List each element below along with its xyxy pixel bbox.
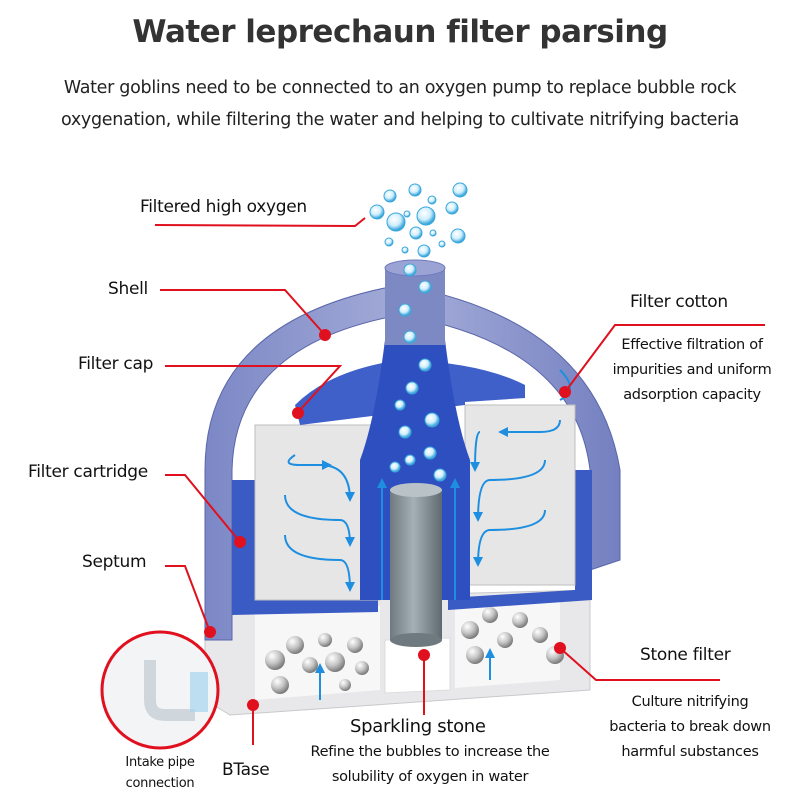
page-subtitle: Water goblins need to be connected to an… — [60, 78, 740, 130]
label-base: BTase — [222, 760, 270, 780]
label-shell: Shell — [108, 279, 148, 299]
page-title: Water leprechaun filter parsing — [132, 14, 668, 50]
desc-filter-cotton: Effective filtration of impurities and u… — [612, 337, 772, 403]
oxygen-bubbles — [369, 182, 468, 482]
base-block — [204, 589, 591, 716]
filter-cartridge-right — [464, 404, 576, 586]
label-stone-filter: Stone filter — [640, 645, 731, 665]
shell — [204, 284, 621, 641]
intake-pipe-magnifier — [100, 630, 220, 750]
callout-dots — [204, 329, 571, 711]
filter-cartridge-housing — [232, 480, 378, 615]
label-filter-cotton: Filter cotton — [630, 292, 728, 312]
label-intake-pipe: Intake pipe connection — [125, 755, 195, 791]
label-sparkling-stone: Sparkling stone — [350, 716, 486, 737]
desc-sparkling-stone: Refine the bubbles to increase the solub… — [310, 744, 550, 785]
desc-stone-filter: Culture nitrifying bacteria to break dow… — [609, 694, 771, 760]
label-septum: Septum — [82, 552, 147, 572]
filter-cartridge-left — [254, 424, 381, 601]
central-tube — [360, 268, 470, 600]
water-flow-arrows — [284, 369, 571, 700]
callout-lines — [154, 217, 765, 745]
label-filtered-high-oxygen: Filtered high oxygen — [140, 197, 307, 217]
label-filter-cap: Filter cap — [78, 354, 154, 374]
filter-stones — [265, 607, 564, 694]
sparkling-stone-cylinder — [390, 483, 442, 647]
label-filter-cartridge: Filter cartridge — [28, 462, 148, 482]
